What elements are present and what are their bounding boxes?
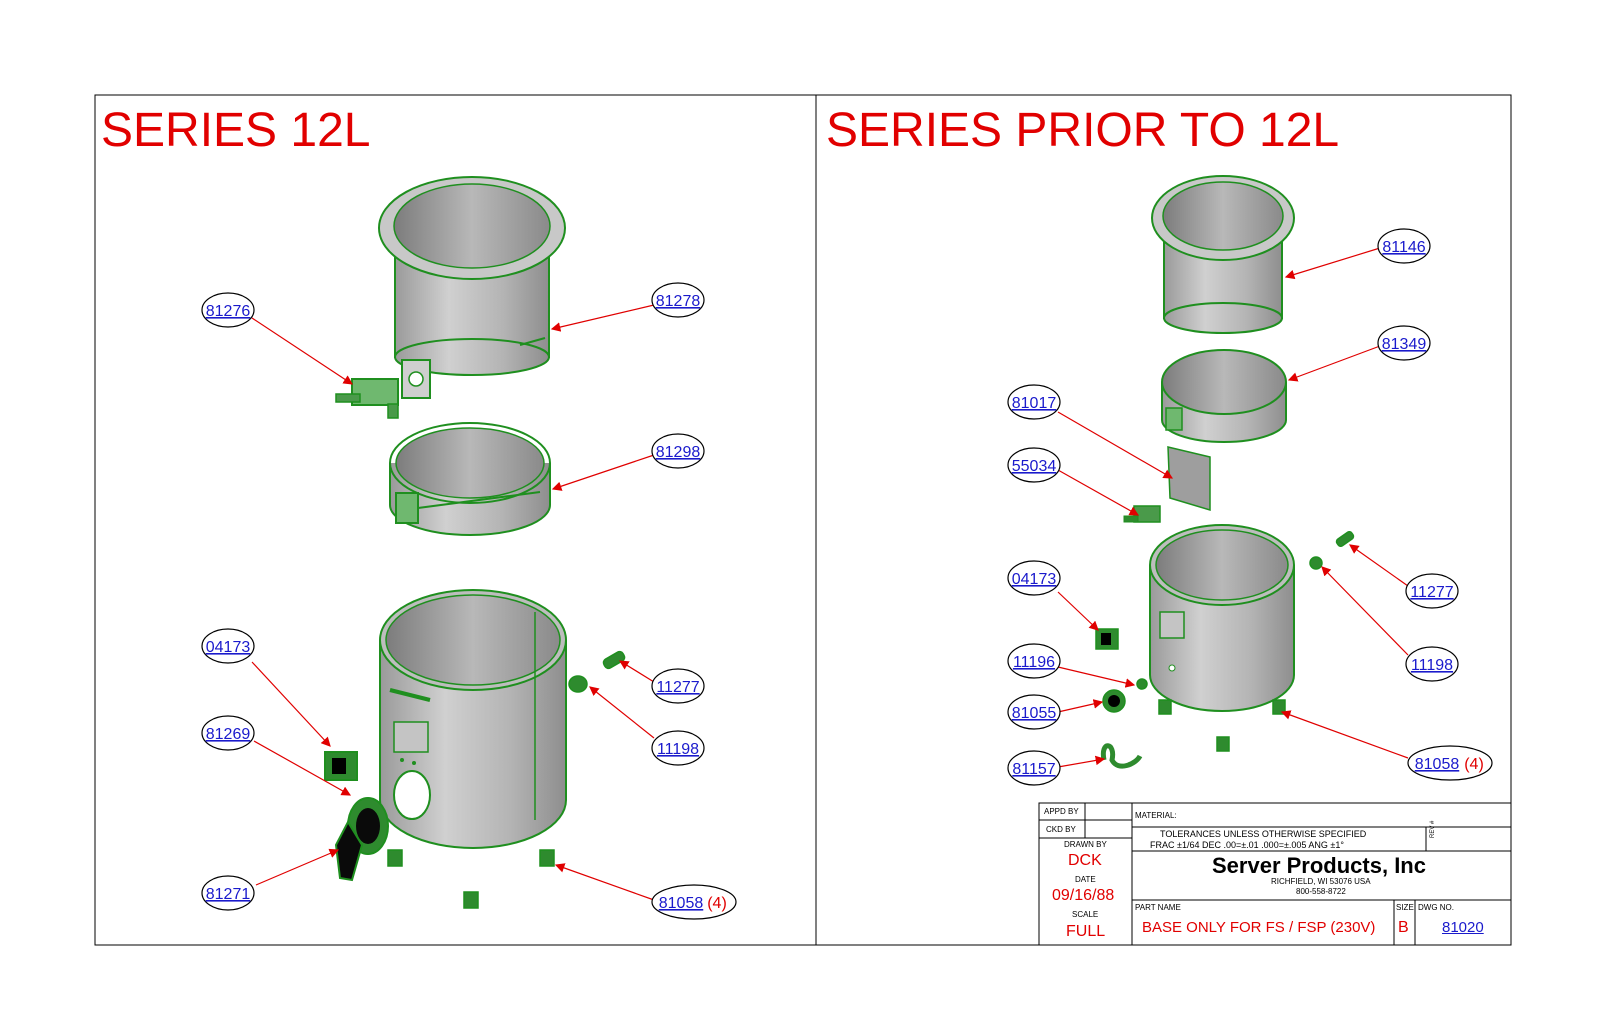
callout-part-number: 11198 [657,741,699,758]
callout-quantity: (4) [1464,756,1484,773]
right-bushing [1309,556,1323,570]
callout-part-number: 81058 [659,895,704,912]
right-feet [1158,699,1286,752]
callout-part-number: 81278 [656,293,701,310]
right-pilot-light [1136,678,1148,690]
callout-part-number: 81157 [1012,761,1055,778]
callout-part-number: 11196 [1013,654,1055,671]
callout-part-number: 81146 [1382,239,1425,256]
ckd-by-label: CKD BY [1046,825,1076,834]
left-base-shell [379,589,567,849]
callout-11277[interactable]: 11277 [651,668,705,704]
right-panel-title: SERIES PRIOR TO 12L [826,104,1340,157]
callout-part-number: 81269 [206,726,251,743]
callout-81278[interactable]: 81278 [651,282,705,318]
appd-by-label: APPD BY [1044,807,1079,816]
callout-part-number: 11277 [1410,584,1453,601]
revision-label: REV # [1430,820,1436,838]
callout-81269[interactable]: 81269 [201,715,255,751]
left-switch [324,751,358,781]
sheet-border [94,94,1512,946]
size-value: B [1398,919,1409,936]
callout-81058[interactable]: 81058 (4) [1407,745,1493,781]
callout-part-number: 81017 [1012,395,1057,412]
date-value: 09/16/88 [1052,887,1115,904]
callout-11277[interactable]: 11277 [1405,573,1459,609]
right-switch [1095,628,1119,650]
date-label: DATE [1075,875,1096,884]
leader-lines [251,247,1409,901]
callout-part-number: 81058 [1415,756,1460,773]
size-label: SIZE [1396,903,1414,912]
left-thermostat-bracket [401,359,431,399]
right-terminal-block [1123,505,1161,523]
left-feet [387,849,555,909]
callout-81298[interactable]: 81298 [651,433,705,469]
callout-part-number: 81055 [1012,705,1057,722]
drawn-by-label: DRAWN BY [1064,840,1107,849]
callout-11196[interactable]: 11196 [1007,643,1061,679]
callout-part-number: 11198 [1411,657,1453,674]
left-pot-well [378,176,566,376]
left-indicator-light [602,650,626,670]
callout-55034[interactable]: 55034 [1007,447,1061,483]
company-phone: 800-558-8722 [1296,887,1346,896]
callout-04173[interactable]: 04173 [1007,560,1061,596]
callouts-left: 81276 81278 81298 04173 11277 81269 1119… [201,282,737,920]
left-bushing [568,675,588,693]
callout-part-number: 04173 [206,639,251,656]
callout-81146[interactable]: 81146 [1377,228,1431,264]
right-insulation-sheet [1167,446,1211,512]
callout-81349[interactable]: 81349 [1377,325,1431,361]
callout-part-number: 81271 [206,886,251,903]
right-base-shell [1149,524,1295,712]
callouts-right: 81146 81349 81017 55034 04173 11277 1119… [1007,228,1493,786]
callout-11198[interactable]: 11198 [651,730,705,766]
callout-81276[interactable]: 81276 [201,292,255,328]
company-name: Server Products, Inc [1212,853,1426,878]
scale-label: SCALE [1072,910,1099,919]
callout-part-number: 81298 [656,444,701,461]
dwg-no-label: DWG NO. [1418,903,1454,912]
callout-81058[interactable]: 81058 (4) [651,884,737,920]
callout-part-number: 81276 [206,303,251,320]
left-knob [334,819,364,882]
callout-81017[interactable]: 81017 [1007,384,1061,420]
callout-04173[interactable]: 04173 [201,628,255,664]
tolerances-line-1: TOLERANCES UNLESS OTHERWISE SPECIFIED [1160,829,1367,839]
callout-part-number: 81349 [1382,336,1427,353]
callout-part-number: 55034 [1012,458,1057,475]
callout-part-number: 04173 [1012,571,1057,588]
left-heater-band [389,422,551,536]
left-panel-title: SERIES 12L [101,104,371,157]
title-block-frame [1038,802,1512,946]
callout-81055[interactable]: 81055 [1007,694,1061,730]
right-indicator-light [1335,530,1355,548]
part-name-label: PART NAME [1135,903,1181,912]
dwg-no-value[interactable]: 81020 [1442,919,1484,936]
right-grommet [1102,689,1126,713]
drawn-by-value: DCK [1068,852,1102,869]
callout-quantity: (4) [707,895,727,912]
tolerances-line-2: FRAC ±1/64 DEC .00=±.01 .000=±.005 ANG ±… [1150,840,1344,850]
material-label: MATERIAL: [1135,811,1177,820]
right-heater-band [1161,349,1287,443]
callout-81157[interactable]: 81157 [1007,750,1061,786]
right-cord-clamp [1100,743,1143,769]
left-terminal-block [335,378,399,419]
callout-11198[interactable]: 11198 [1405,646,1459,682]
part-name-value: BASE ONLY FOR FS / FSP (230V) [1142,919,1376,936]
callout-81271[interactable]: 81271 [201,875,255,911]
company-address: RICHFIELD, WI 53076 USA [1271,877,1371,886]
callout-part-number: 11277 [656,679,699,696]
right-pot-well [1151,175,1295,334]
scale-value: FULL [1066,923,1106,940]
